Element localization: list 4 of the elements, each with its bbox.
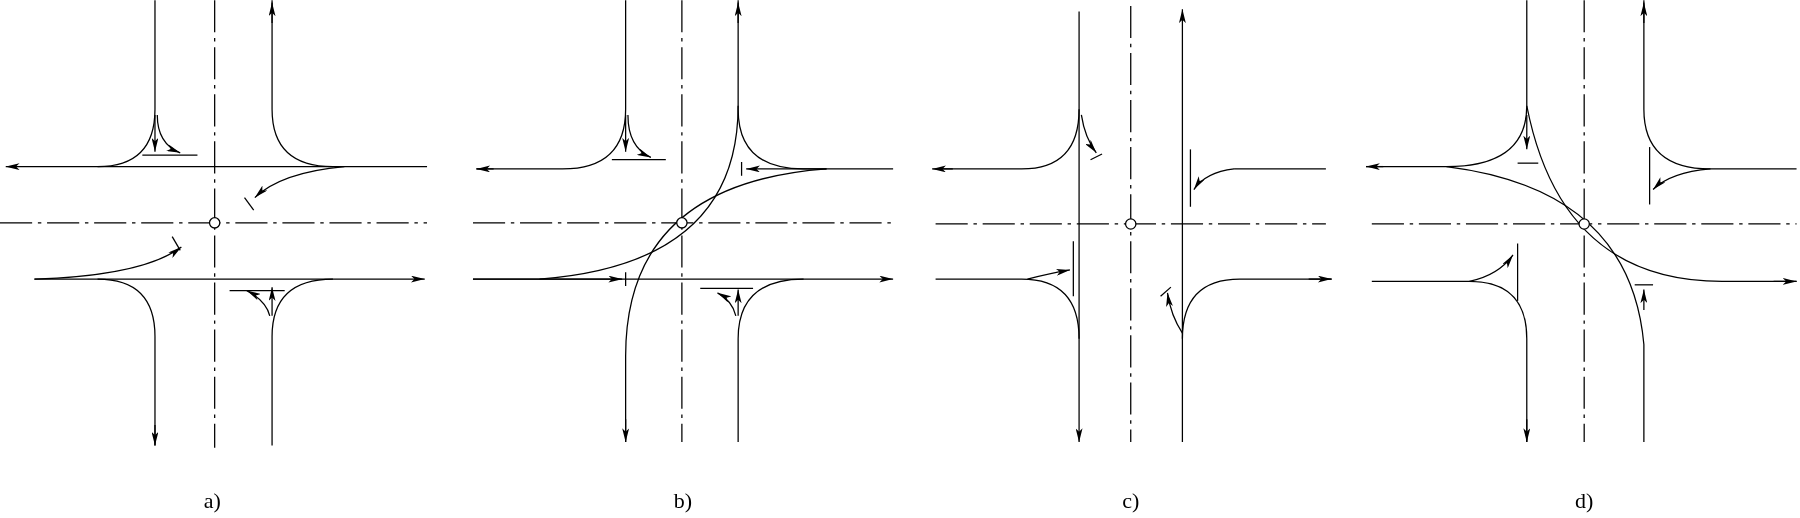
panel-label: d): [1575, 490, 1594, 512]
panel-label: c): [1122, 490, 1140, 512]
panel-label: b): [673, 490, 693, 512]
panel-label: a): [203, 490, 221, 512]
